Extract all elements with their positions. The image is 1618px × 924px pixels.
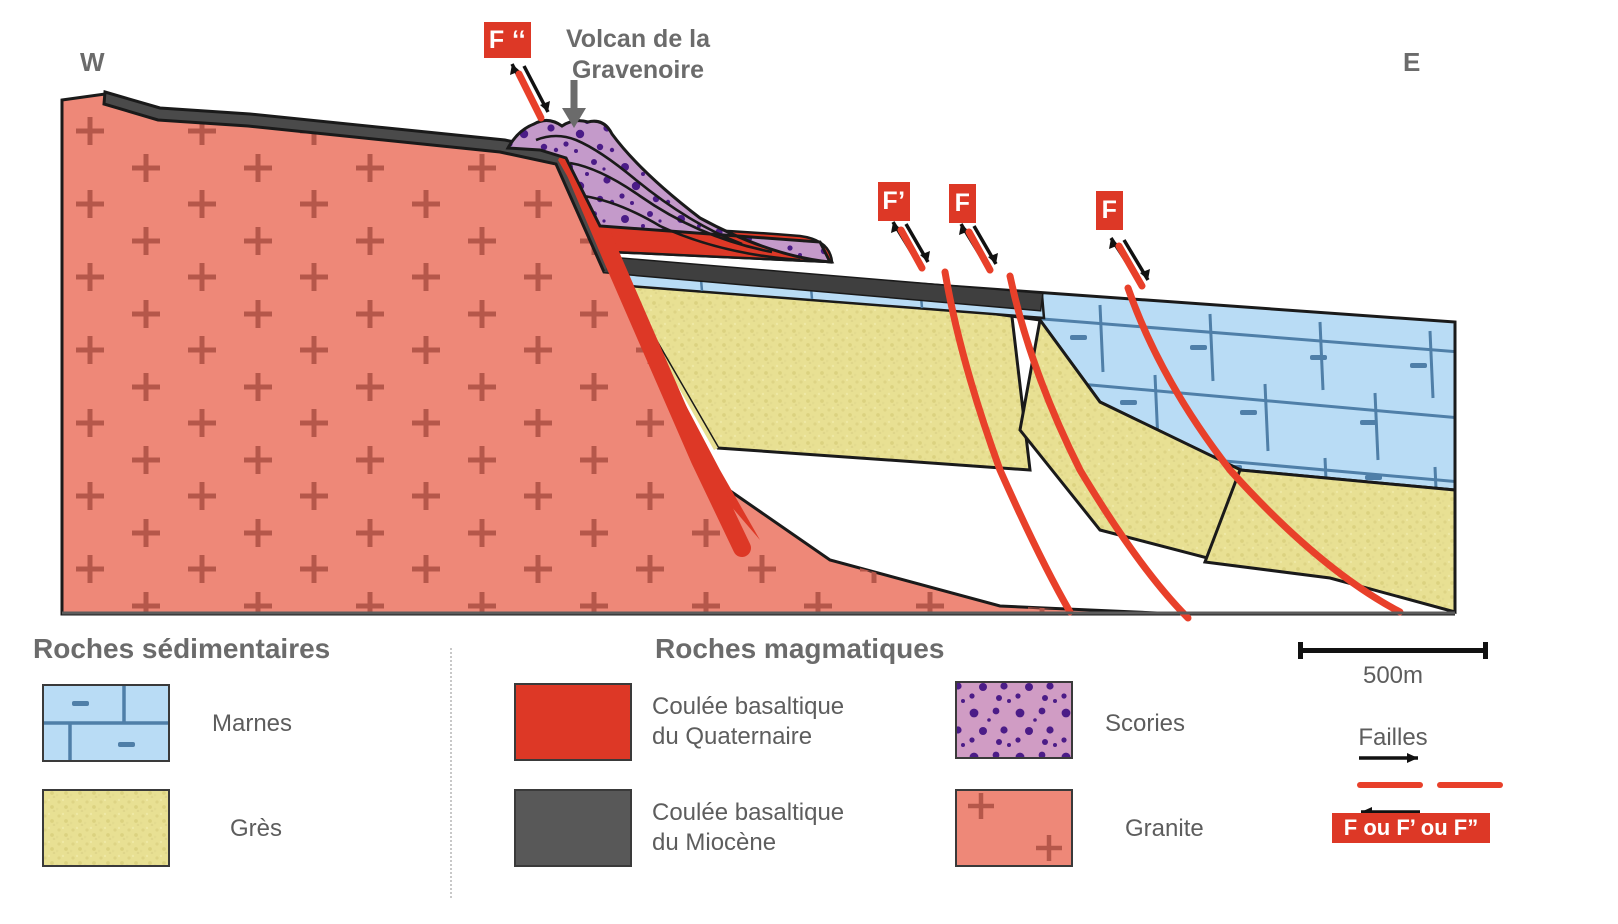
fault-line-f — [1006, 272, 1192, 622]
fault-label-f-east: F — [1096, 191, 1123, 230]
fault-arrow-markers — [510, 63, 1150, 290]
legend-swatch-granite — [955, 789, 1073, 867]
fault-arrows-f-double-prime — [510, 63, 550, 122]
fault-label-f-double-prime: F ‘‘ — [484, 22, 531, 58]
legend-label-bq-line1: Coulée basaltique — [652, 693, 845, 720]
legend-swatch-gres — [42, 789, 170, 867]
fault-label-f-prime: F’ — [878, 182, 910, 221]
legend-label-basalt-miocene: Coulée basaltique du Miocène — [652, 798, 844, 858]
fault-arrows-f-middle — [959, 223, 998, 274]
scoria-cone — [505, 119, 833, 264]
volcano-name-line1: Volcan de la — [565, 25, 711, 53]
legend-faults-symbol — [1357, 753, 1503, 817]
basalt-miocene-unit — [102, 90, 1044, 312]
fault-line-f-east — [1124, 284, 1404, 616]
volcano-pointer-arrow — [562, 80, 586, 128]
legend-label-bq-line2: du Quaternaire — [652, 723, 813, 750]
legend-swatch-basalt-quaternaire — [514, 683, 632, 761]
fault-line-f-prime — [941, 268, 1074, 616]
legend-swatch-basalt-miocene — [514, 789, 632, 867]
legend-swatch-scories-pattern — [955, 681, 1073, 759]
legend-divider — [450, 648, 452, 898]
legend-panel: Roches sédimentaires Roches magmatiques … — [0, 628, 1618, 924]
legend-label-bm-line1: Coulée basaltique — [652, 799, 845, 826]
fault-label-f-middle: F — [949, 184, 976, 223]
legend-swatch-marnes-pattern — [42, 684, 170, 762]
scale-bar-label: 500m — [1362, 662, 1424, 689]
compass-west: W — [80, 47, 105, 77]
legend-title-faults: Failles — [1358, 724, 1428, 751]
legend-title-sedimentary: Roches sédimentaires — [33, 633, 331, 664]
legend-swatch-gres-pattern — [42, 789, 170, 867]
volcano-name-label: Volcan de la Gravenoire — [548, 24, 728, 86]
fault-lines — [941, 268, 1404, 622]
fault-arrows-f-prime — [891, 221, 930, 272]
fault-arrows-f-east — [1109, 237, 1150, 290]
legend-label-bm-line2: du Miocène — [652, 829, 777, 856]
gres-unit-east — [1202, 468, 1457, 614]
legend-swatch-marnes — [42, 684, 170, 762]
legend-label-marnes: Marnes — [212, 710, 293, 737]
legend-label-basalt-quaternaire: Coulée basaltique du Quaternaire — [652, 692, 844, 752]
legend-swatch-scories — [955, 681, 1073, 759]
legend-title-magmatic: Roches magmatiques — [655, 633, 945, 664]
volcano-name-line2: Gravenoire — [571, 56, 704, 84]
legend-swatch-granite-pattern — [955, 789, 1073, 867]
compass-east: E — [1403, 47, 1421, 77]
legend-label-granite: Granite — [1125, 815, 1204, 842]
legend-label-gres: Grès — [230, 815, 283, 842]
legend-fault-banner: F ou F’ ou F” — [1332, 813, 1490, 843]
scale-bar — [1298, 642, 1488, 659]
legend-label-scories: Scories — [1105, 710, 1186, 737]
